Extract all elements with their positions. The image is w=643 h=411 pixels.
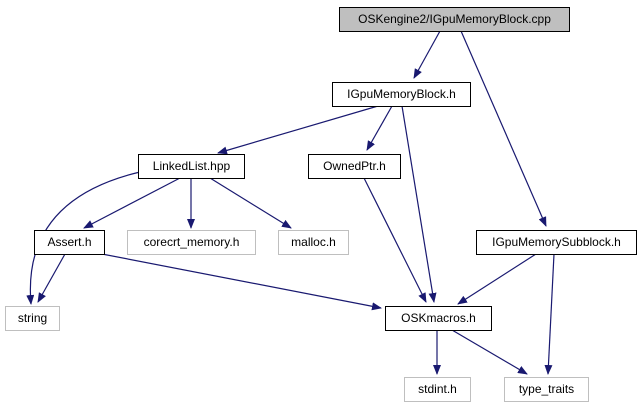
node-label: type_traits: [519, 382, 574, 396]
node-igpumemorysubblock-h[interactable]: IGpuMemorySubblock.h: [476, 230, 637, 255]
nodes: OSKengine2/IGpuMemoryBlock.cppIGpuMemory…: [5, 7, 637, 402]
node-box: [332, 82, 471, 107]
node-string: string: [5, 306, 60, 331]
node-box: [308, 154, 401, 179]
node-stdint-h: stdint.h: [404, 377, 471, 402]
node-igpumemoryblock-h[interactable]: IGpuMemoryBlock.h: [332, 82, 471, 107]
node-box: [385, 306, 492, 331]
edge-linkedlist-hpp-to-string: [26, 171, 141, 305]
edges: [26, 30, 555, 375]
node-label: corecrt_memory.h: [144, 235, 240, 249]
edge-igpumemorysubblock-h-to-type-traits: [544, 253, 555, 375]
edge-igpumemorysubblock-h-to-oskmacros-h: [457, 253, 537, 305]
node-label: malloc.h: [291, 235, 336, 249]
node-linkedlist-hpp[interactable]: LinkedList.hpp: [138, 154, 245, 179]
node-oskmacros-h[interactable]: OSKmacros.h: [385, 306, 492, 331]
node-label: IGpuMemorySubblock.h: [492, 235, 621, 249]
node-assert-h[interactable]: Assert.h: [34, 230, 105, 255]
edge-igpumemoryblock-h-to-linkedlist-hpp: [217, 105, 379, 155]
edge-igpumemoryblock-h-to-oskmacros-h: [401, 105, 437, 303]
node-type-traits: type_traits: [504, 377, 589, 402]
node-box: [404, 377, 471, 402]
edge-root-to-igpumemoryblock-h: [413, 30, 441, 79]
node-label: OwnedPtr.h: [323, 159, 386, 173]
edge-assert-h-to-oskmacros-h: [101, 253, 382, 311]
edge-root-to-igpumemorysubblock-h: [460, 30, 547, 227]
node-box: [504, 377, 589, 402]
node-label: Assert.h: [47, 235, 91, 249]
edge-linkedlist-hpp-to-assert-h: [83, 177, 181, 229]
node-box: [278, 230, 349, 255]
node-label: LinkedList.hpp: [153, 159, 231, 173]
node-box: [5, 306, 60, 331]
node-label: string: [18, 311, 47, 325]
node-box: [127, 230, 256, 255]
edge-oskmacros-h-to-type-traits: [451, 329, 528, 375]
edge-ownedptr-h-to-oskmacros-h: [363, 177, 427, 303]
node-box: [138, 154, 245, 179]
edge-igpumemoryblock-h-to-ownedptr-h: [366, 105, 393, 151]
node-corecrt-memory-h: corecrt_memory.h: [127, 230, 256, 255]
node-label: stdint.h: [418, 382, 457, 396]
node-box: [34, 230, 105, 255]
node-malloc-h: malloc.h: [278, 230, 349, 255]
node-box: [476, 230, 637, 255]
edge-assert-h-to-string: [37, 253, 66, 303]
edge-linkedlist-hpp-to-malloc-h: [209, 177, 292, 229]
node-label: OSKmacros.h: [401, 311, 476, 325]
node-root: OSKengine2/IGpuMemoryBlock.cpp: [339, 7, 570, 32]
node-box: [339, 7, 570, 32]
node-label: OSKengine2/IGpuMemoryBlock.cpp: [358, 12, 551, 26]
node-label: IGpuMemoryBlock.h: [347, 87, 456, 101]
node-ownedptr-h[interactable]: OwnedPtr.h: [308, 154, 401, 179]
